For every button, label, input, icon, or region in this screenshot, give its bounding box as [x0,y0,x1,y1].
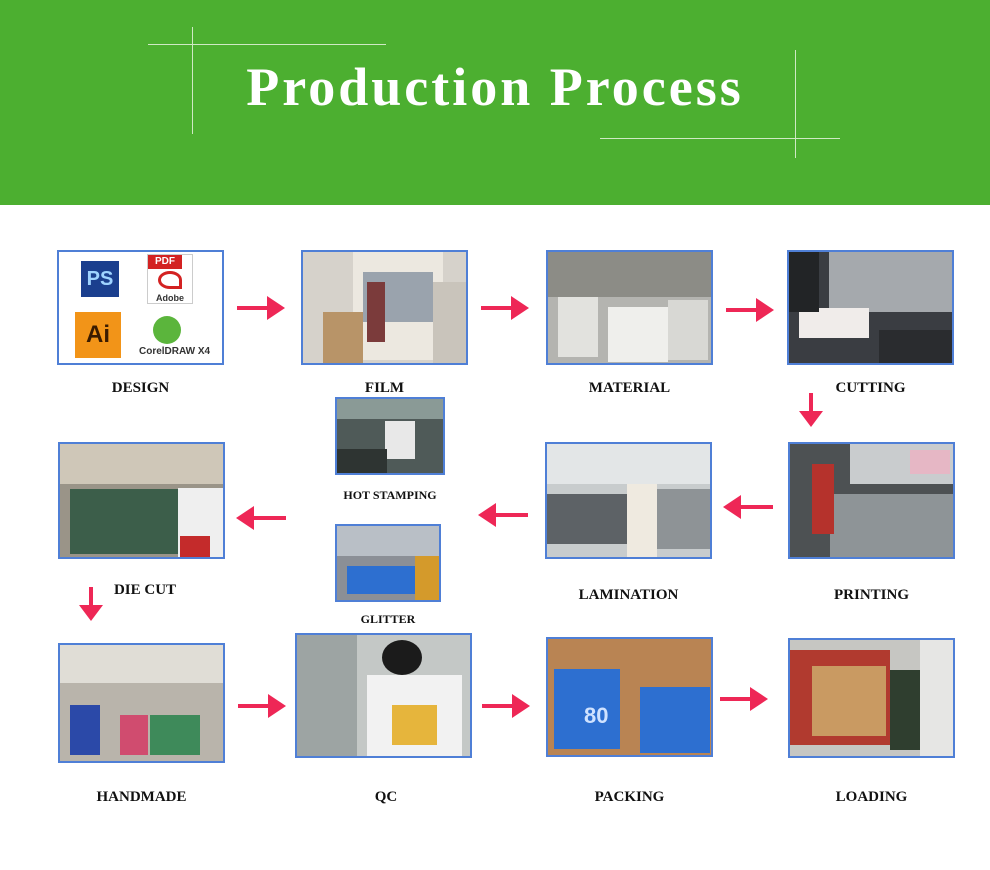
step-label-material: MATERIAL [588,380,671,396]
packing-photo: 80 [546,637,713,757]
step-label-glitter: GLITTER [360,612,416,626]
glitter-photo [335,524,441,602]
pdf-icon: PDF Adobe [147,254,193,304]
page-title: Production Process [246,57,744,117]
illustrator-icon: Ai [75,312,121,358]
step-label-hot-stamping: HOT STAMPING [343,488,437,502]
film-photo [301,250,468,365]
loading-photo [788,638,955,758]
step-label-handmade: HANDMADE [96,789,187,805]
hot-stamping-photo [335,397,445,475]
step-label-packing: PACKING [594,789,665,805]
step-label-cutting: CUTTING [835,380,906,396]
arrow-right-icon [720,686,770,712]
lamination-photo [545,442,712,559]
arrow-down-icon [78,587,104,623]
arrow-down-icon [798,393,824,429]
step-label-qc: QC [374,789,398,805]
step-label-loading: LOADING [835,789,908,805]
arrow-right-icon [726,297,776,323]
die-cut-photo [58,442,225,559]
arrow-right-icon [238,693,288,719]
arrow-left-icon [236,505,286,531]
arrow-right-icon [482,693,532,719]
arrow-left-icon [478,502,528,528]
step-label-printing: PRINTING [833,587,909,603]
decor-line [795,50,796,158]
arrow-right-icon [237,295,287,321]
arrow-right-icon [481,295,531,321]
qc-photo [295,633,472,758]
decor-line [600,138,840,139]
step-label-film: FILM [364,380,405,396]
photoshop-icon: PS [81,261,119,297]
step-label-die-cut: DIE CUT [113,582,177,598]
step-label-lamination: LAMINATION [578,587,679,603]
cutting-photo [787,250,954,365]
printing-photo [788,442,955,559]
header-banner: Production Process [0,0,990,205]
material-photo [546,250,713,365]
step-label-design: DESIGN [111,380,170,396]
design-photo: PS PDF Adobe Ai CorelDRAW X4 [57,250,224,365]
decor-line [148,44,386,45]
decor-line [192,27,193,134]
coreldraw-icon: CorelDRAW X4 [139,314,222,360]
arrow-left-icon [723,494,773,520]
handmade-photo [58,643,225,763]
